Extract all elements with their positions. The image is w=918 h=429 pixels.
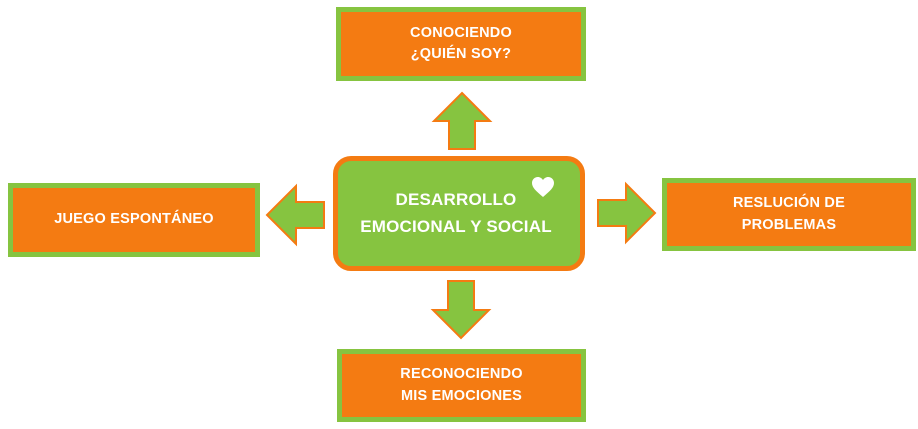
node-label-line1: JUEGO ESPONTÁNEO [54,211,214,228]
node-label-line1: RESLUCIÓN DE [733,195,845,212]
heart-icon [532,177,554,197]
node-label-line2: PROBLEMAS [741,216,837,233]
node-reconociendo-mis-emociones: RECONOCIENDO MIS EMOCIONES [337,349,586,422]
node-label-line1: CONOCIENDO [410,24,512,41]
arrow-right [597,181,657,245]
node-label-line1: RECONOCIENDO [400,366,523,383]
node-desarrollo-emocional-social: DESARROLLO EMOCIONAL Y SOCIAL [333,156,585,271]
center-label-line1: DESARROLLO [395,190,517,210]
arrow-down [430,280,492,340]
center-label-line2: EMOCIONAL Y SOCIAL [360,216,552,236]
node-label-line2: MIS EMOCIONES [400,387,523,404]
node-resolucion-de-problemas: RESLUCIÓN DE PROBLEMAS [662,178,916,251]
arrow-left [265,183,325,247]
node-label-line2: ¿QUIÉN SOY? [410,46,512,62]
node-conociendo-quien-soy: CONOCIENDO ¿QUIÉN SOY? [336,7,586,81]
arrow-up [431,91,493,150]
node-juego-espontaneo: JUEGO ESPONTÁNEO [8,183,260,257]
